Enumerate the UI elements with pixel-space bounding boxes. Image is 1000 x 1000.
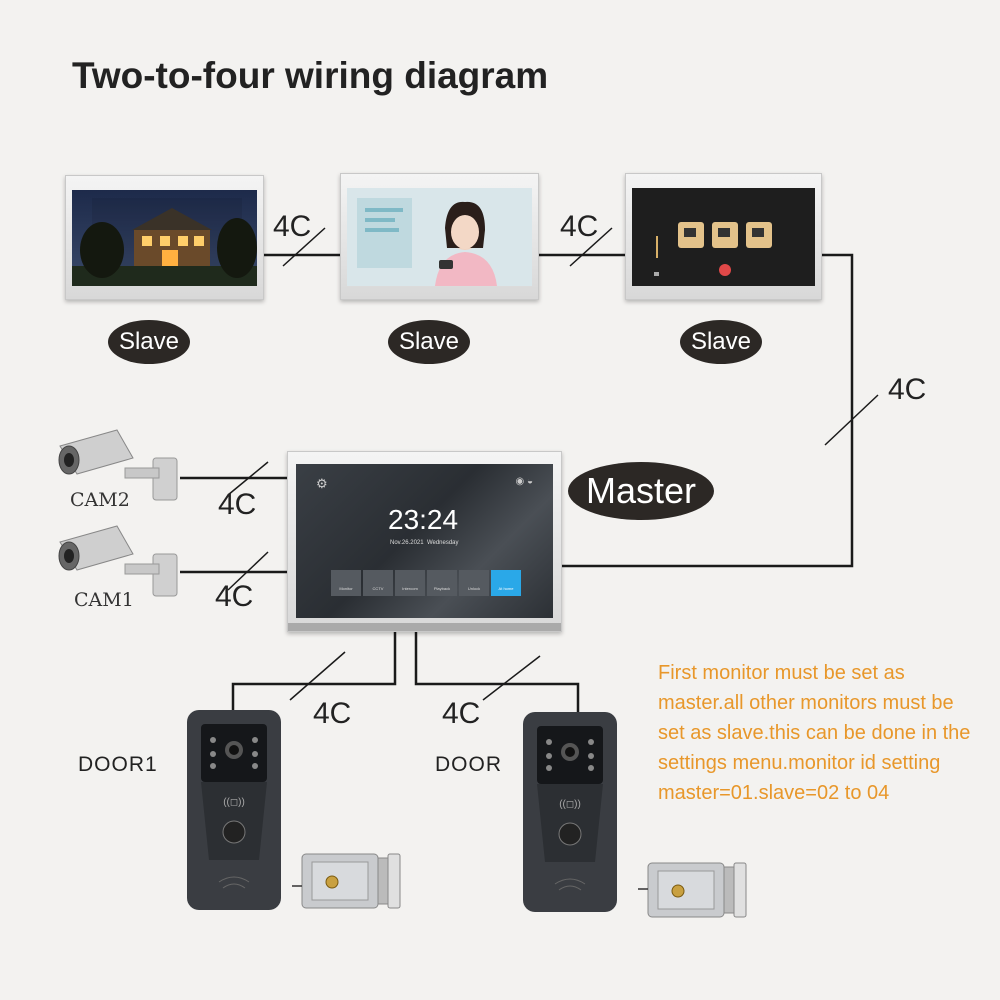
app-playback[interactable]: Playback [427,570,457,596]
slave-badge: Slave [388,320,470,364]
door2-lock-icon [638,862,747,918]
app-intercom[interactable]: Intercom [395,570,425,596]
clock-time: 23:24 [388,504,459,535]
clock-weekday: Wednesday [426,540,459,546]
wire-label-4c: 4C [442,697,481,730]
call-screen [632,188,815,286]
wifi-icon: ◉ ◒ [515,476,533,487]
note-line: master.all other monitors must be [658,692,954,714]
wire-slave3-master [560,253,854,568]
slave-monitor-3 [625,173,822,300]
cam1-camera-icon [58,525,178,597]
diagram-title: Two-to-four wiring diagram [72,55,549,96]
wire-label-4c: 4C [218,488,257,521]
svg-text:((◻)): ((◻)) [223,797,245,808]
wire-tick-2 [569,227,613,267]
app-at-home[interactable]: At home [491,570,521,596]
note-line: set as slave.this can be done in the [658,722,971,744]
wire-label-4c: 4C [888,373,927,406]
settings-icon[interactable]: ⚙ [316,476,328,491]
setup-note: First monitor must be set as master.all … [658,658,988,808]
monitor-screen [72,190,257,286]
app-bar: Monitor CCTV Intercom Playback Unlock At… [331,570,521,596]
app-monitor[interactable]: Monitor [331,570,361,596]
slave-badge: Slave [108,320,190,364]
master-monitor: ⚙ ◉ ◒ 23:24 Nov.26.2021 Wednesday Monito… [287,451,562,632]
slave-monitor-1 [65,175,264,300]
house-photo [72,190,257,286]
wire-tick-7 [482,655,541,701]
wire-label-4c: 4C [215,580,254,613]
wire-master-door1 [231,630,397,712]
wire-tick-6 [289,651,346,701]
cam2-label: CAM2 [70,489,130,511]
wire-label-4c: 4C [273,210,312,243]
clock-date: Nov.26.2021 [390,540,424,546]
door1-doorbell-icon: ((◻)) [187,710,281,910]
note-line: First monitor must be set as [658,662,905,684]
door2-doorbell-icon: ((◻)) [523,712,617,912]
svg-text:((◻)): ((◻)) [559,799,581,810]
monitor-screen [632,188,815,286]
wire-label-4c: 4C [560,210,599,243]
note-line: master=01.slave=02 to 04 [658,782,890,804]
note-line: settings menu.monitor id setting [658,752,941,774]
door1-label: DOOR1 [78,753,158,776]
slave-monitor-2 [340,173,539,300]
slave-badge: Slave [680,320,762,364]
woman-photo [347,188,532,286]
monitor-screen: ⚙ ◉ ◒ 23:24 Nov.26.2021 Wednesday Monito… [296,464,553,618]
door1-lock-icon [292,853,401,909]
wire-tick-4 [227,461,269,496]
cam1-label: CAM1 [74,589,134,611]
wire-label-4c: 4C [313,697,352,730]
app-unlock[interactable]: Unlock [459,570,489,596]
door2-label: DOOR [435,753,502,776]
cam2-camera-icon [58,429,178,501]
wire-tick-3 [824,394,879,446]
monitor-bottom-bar [288,623,561,631]
master-badge: Master [568,462,714,520]
monitor-screen [347,188,532,286]
wire-tick-5 [227,551,269,591]
wire-master-door2 [414,630,580,712]
app-cctv[interactable]: CCTV [363,570,393,596]
wire-tick-1 [282,227,326,267]
